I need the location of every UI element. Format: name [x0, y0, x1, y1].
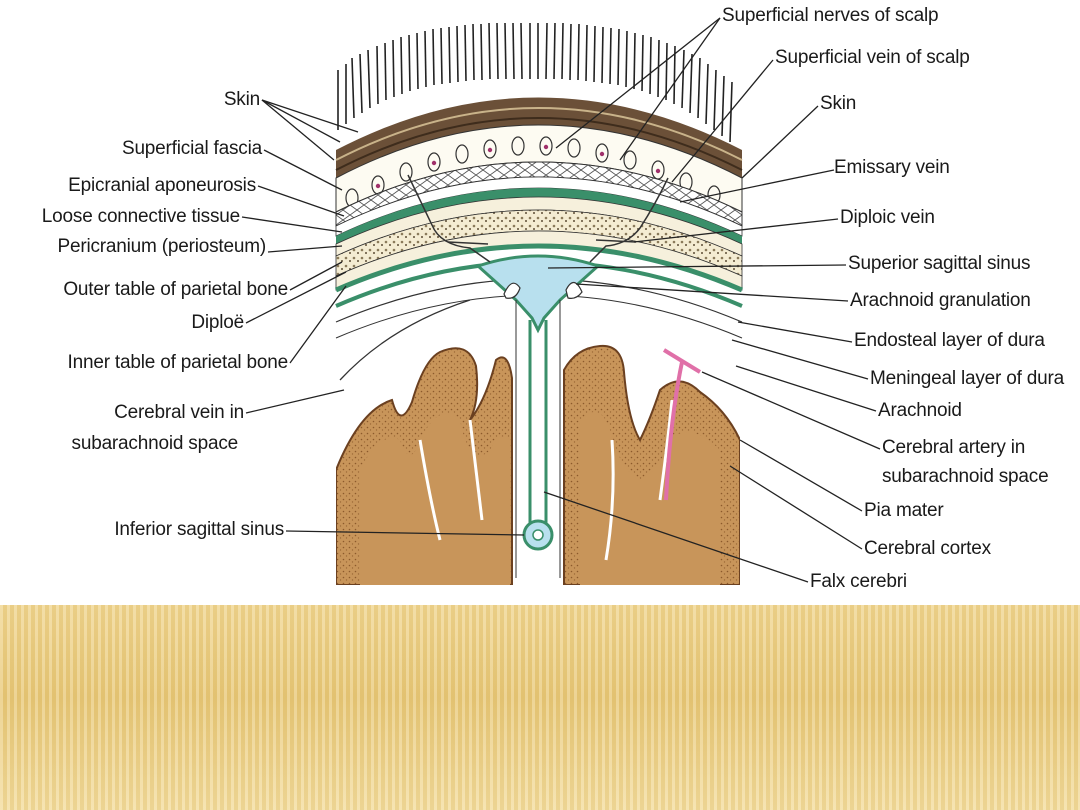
- label-loose-connective: Loose connective tissue: [41, 206, 240, 227]
- label-emissary-vein: Emissary vein: [834, 157, 950, 178]
- label-falx-cerebri: Falx cerebri: [810, 571, 907, 592]
- endosteal-dura: [335, 243, 743, 293]
- label-pia-mater: Pia mater: [864, 500, 944, 521]
- label-arachnoid: Arachnoid: [878, 400, 962, 421]
- label-epicranial-aponeurosis: Epicranial aponeurosis: [68, 175, 256, 196]
- label-outer-table: Outer table of parietal bone: [63, 279, 288, 300]
- skin-layer: [336, 97, 742, 178]
- label-cerebral-vein-1: Cerebral vein in: [114, 402, 244, 423]
- label-superficial-nerves: Superficial nerves of scalp: [722, 5, 939, 26]
- label-cerebral-artery-2: subarachnoid space: [882, 466, 1049, 487]
- label-endosteal-dura: Endosteal layer of dura: [854, 330, 1045, 351]
- superior-sagittal-sinus: [475, 254, 601, 334]
- leader-lines: [241, 17, 881, 583]
- scalp-hairs: [337, 22, 733, 143]
- arachnoid-granulation-left: [503, 282, 521, 299]
- pericranium-layer: [336, 188, 742, 244]
- label-inferior-sagittal-sinus: Inferior sagittal sinus: [114, 519, 284, 540]
- fascia-vessel-dots: [375, 144, 661, 189]
- arachnoid-granulation-right: [565, 281, 583, 299]
- label-inner-table: Inner table of parietal bone: [67, 352, 289, 373]
- label-arachnoid-granulation: Arachnoid granulation: [850, 290, 1031, 311]
- label-diploic-vein: Diploic vein: [840, 207, 935, 228]
- label-superior-sagittal-sinus: Superior sagittal sinus: [848, 253, 1031, 274]
- cortex-left: [336, 347, 513, 585]
- emissary-diploic-veins: [407, 174, 669, 263]
- label-skin-left: Skin: [223, 89, 260, 110]
- label-meningeal-dura: Meningeal layer of dura: [870, 368, 1064, 389]
- label-diploe: Diploë: [191, 312, 244, 333]
- label-superficial-fascia: Superficial fascia: [121, 138, 262, 159]
- label-skin-right: Skin: [820, 93, 857, 114]
- label-pericranium: Pericranium (periosteum): [57, 236, 267, 257]
- cerebral-artery: [662, 348, 702, 501]
- scalp-meninges-diagram: [241, 17, 881, 585]
- label-superficial-vein: Superficial vein of scalp: [775, 47, 970, 68]
- cortex-right: [563, 344, 740, 585]
- label-cerebral-vein-2: subarachnoid space: [71, 433, 239, 454]
- falx-cerebri: [528, 320, 548, 528]
- label-cerebral-artery-1: Cerebral artery in: [882, 437, 1026, 458]
- decorative-bottom-band: [0, 605, 1080, 810]
- label-cerebral-cortex: Cerebral cortex: [864, 538, 991, 559]
- cerebral-vein: [339, 299, 471, 381]
